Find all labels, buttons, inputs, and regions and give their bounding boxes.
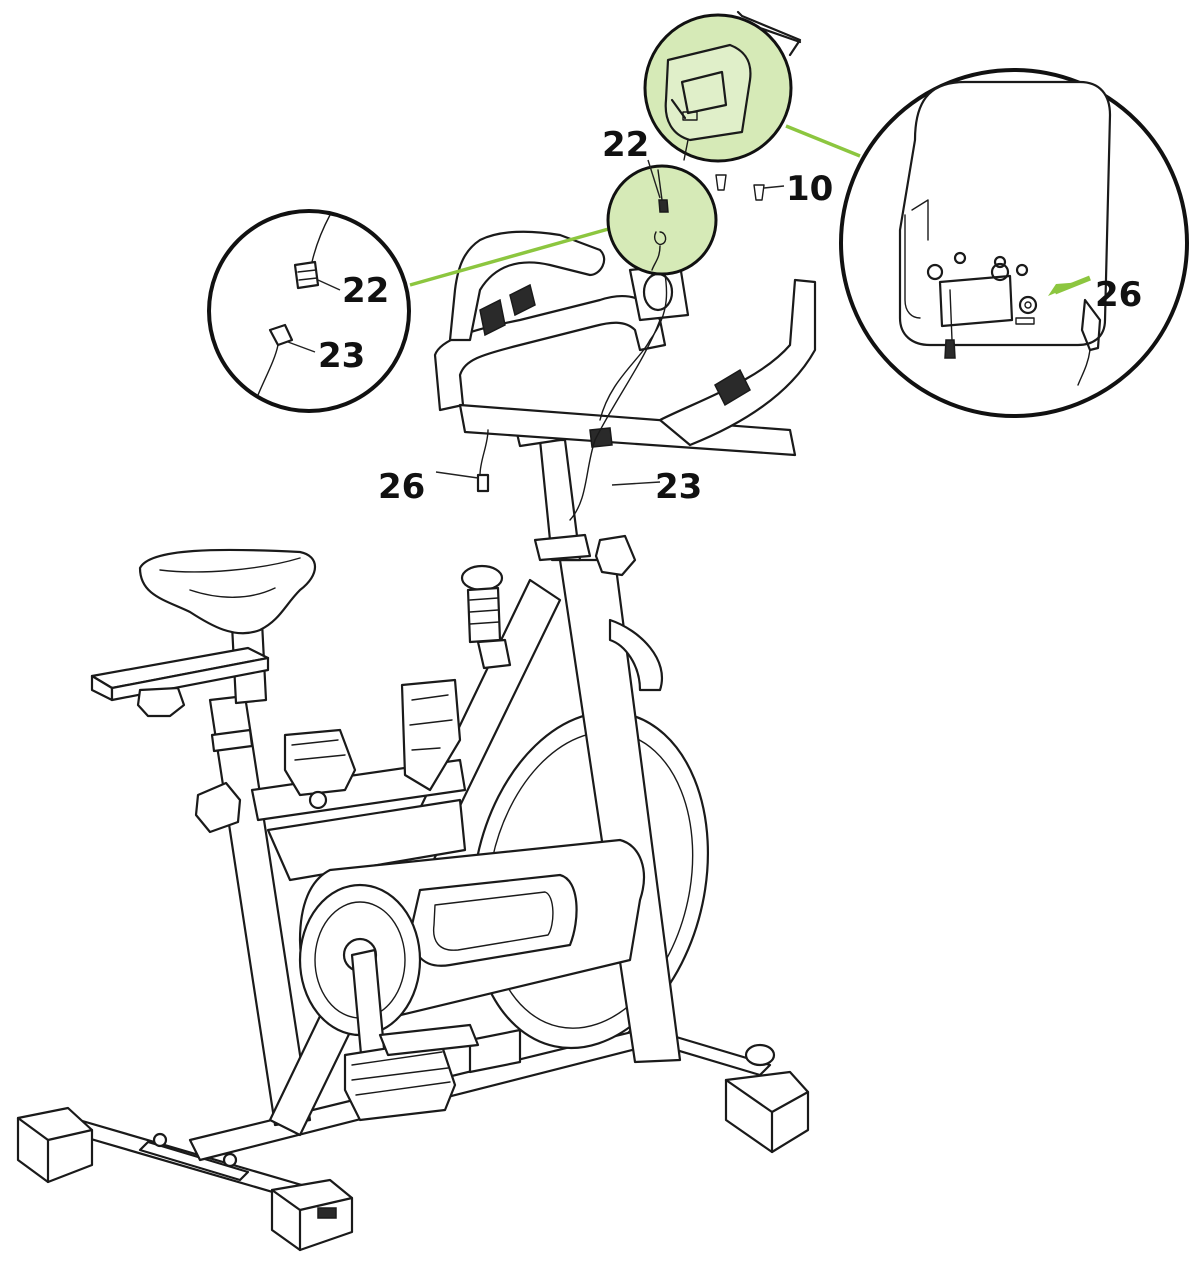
resistance-knob [460,564,512,670]
bolt-pair [715,174,785,201]
detail-circle-cable-joint [207,209,411,413]
rear-pedal [283,728,357,810]
label-detail-23: 23 [318,336,365,376]
label-main-26: 26 [378,467,425,507]
label-main-23: 23 [655,467,702,507]
handlebar-stem [513,416,637,577]
label-detail-26: 26 [1095,275,1142,315]
cable-connector-highlight-circle [606,159,718,276]
connector-line-right [785,124,861,158]
bike-drawing [16,230,817,1252]
label-detail-22: 22 [342,271,389,311]
detail-circle-console-back [839,68,1189,418]
seat-post [90,548,316,1127]
label-top-22: 22 [602,125,649,165]
rear-stabilizer [16,1106,354,1252]
connector-line-left [409,226,613,287]
label-top-10: 10 [786,169,833,209]
bottle-holder [400,678,462,792]
front-pedal [343,948,480,1122]
handlebar [433,230,817,457]
console-highlight-circle [643,10,802,163]
